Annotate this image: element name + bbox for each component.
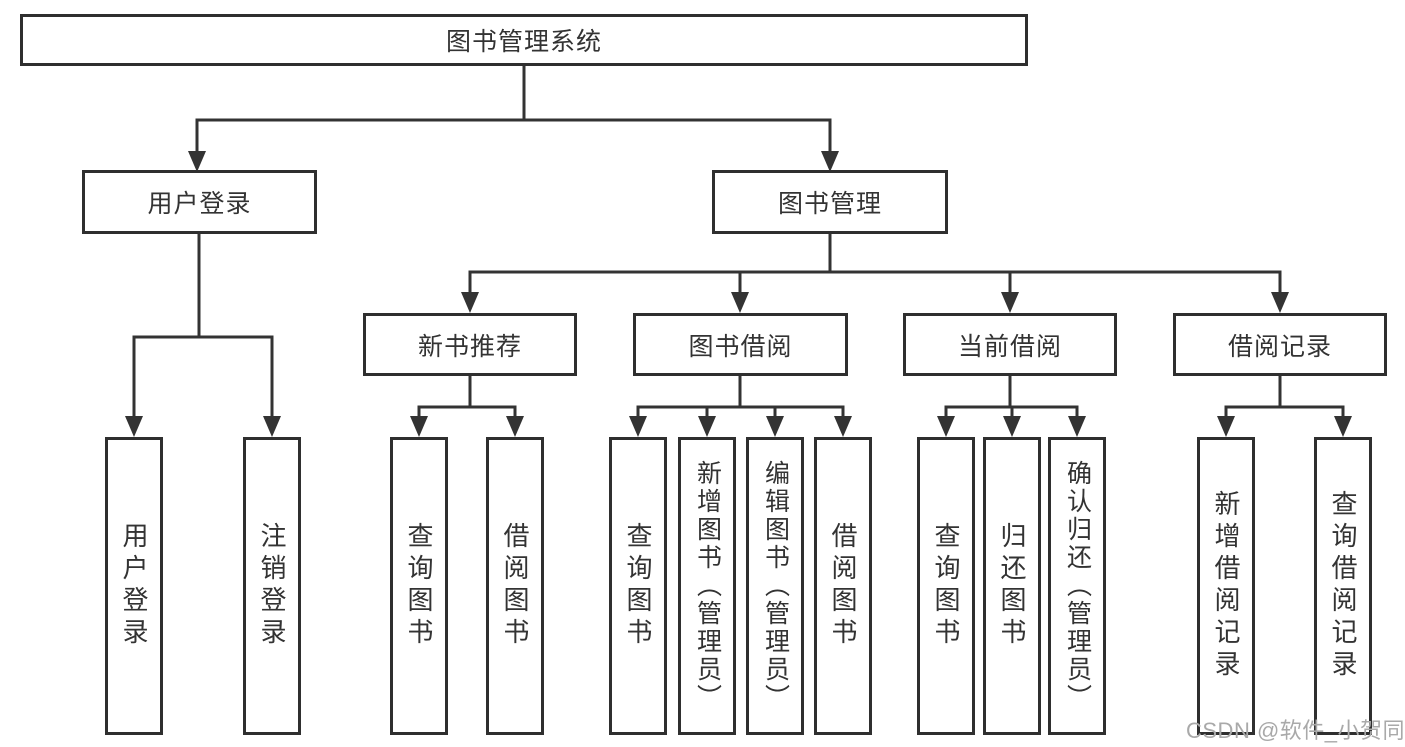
node-book-borrow: 图书借阅 (633, 313, 848, 376)
leaf-add-borrow-record-label: 新增借阅记录 (1211, 490, 1241, 682)
leaf-query-books-recommend: 查询图书 (390, 437, 448, 735)
leaf-add-borrow-record: 新增借阅记录 (1197, 437, 1255, 735)
leaf-edit-books-admin-label: 编辑图书（管理员） (761, 460, 790, 712)
leaf-return-books: 归还图书 (983, 437, 1041, 735)
csdn-watermark: CSDN @软件_小贺同学 (1186, 718, 1405, 743)
node-current-borrow: 当前借阅 (903, 313, 1117, 376)
leaf-return-books-label: 归还图书 (997, 522, 1027, 650)
node-book-management-label: 图书管理 (777, 190, 882, 218)
leaf-query-borrow-record: 查询借阅记录 (1314, 437, 1372, 735)
node-new-book-recommend: 新书推荐 (363, 313, 577, 376)
leaf-add-books-admin-label: 新增图书（管理员） (693, 460, 722, 712)
node-book-management: 图书管理 (712, 170, 948, 234)
leaf-query-borrow-record-label: 查询借阅记录 (1328, 490, 1358, 682)
leaf-user-login: 用户登录 (105, 437, 163, 735)
leaf-add-books-admin: 新增图书（管理员） (678, 437, 736, 735)
leaf-edit-books-admin: 编辑图书（管理员） (746, 437, 804, 735)
leaf-query-books-recommend-label: 查询图书 (404, 522, 434, 650)
tree-edges (132, 64, 1345, 420)
node-borrow-record-label: 借阅记录 (1227, 332, 1332, 361)
node-borrow-record: 借阅记录 (1173, 313, 1387, 376)
leaf-query-books-borrow: 查询图书 (609, 437, 667, 735)
node-user-login-label: 用户登录 (147, 190, 252, 218)
node-root-system: 图书管理系统 (20, 14, 1028, 66)
leaf-user-login-label: 用户登录 (119, 522, 149, 650)
leaf-query-books-current-label: 查询图书 (931, 522, 961, 650)
leaf-query-books-current: 查询图书 (917, 437, 975, 735)
leaf-borrow-books: 借阅图书 (814, 437, 872, 735)
node-root-system-label: 图书管理系统 (445, 28, 602, 56)
leaf-confirm-return-admin-label: 确认归还（管理员） (1063, 460, 1092, 712)
node-current-borrow-label: 当前借阅 (957, 332, 1062, 361)
node-user-login: 用户登录 (82, 170, 317, 234)
leaf-logout-login-label: 注销登录 (257, 522, 287, 650)
leaf-logout-login: 注销登录 (243, 437, 301, 735)
node-book-borrow-label: 图书借阅 (688, 332, 793, 361)
leaf-query-books-borrow-label: 查询图书 (623, 522, 653, 650)
node-new-book-recommend-label: 新书推荐 (417, 332, 522, 361)
leaf-borrow-books-recommend: 借阅图书 (486, 437, 544, 735)
leaf-confirm-return-admin: 确认归还（管理员） (1048, 437, 1106, 735)
arrowhead-icons (125, 151, 1352, 437)
leaf-borrow-books-recommend-label: 借阅图书 (500, 522, 530, 650)
leaf-borrow-books-label: 借阅图书 (828, 522, 858, 650)
